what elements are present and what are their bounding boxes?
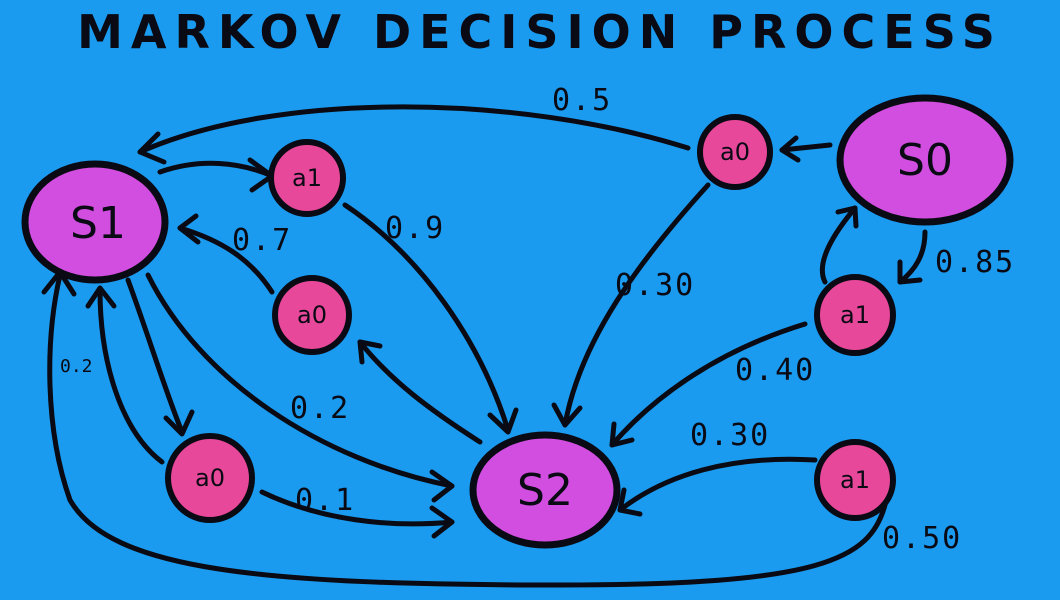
- label-s1-s2: 0.2: [290, 391, 350, 426]
- arrowhead: [779, 135, 801, 163]
- edge-s0-s0a1: [897, 229, 928, 285]
- action-s0-a1-label: a1: [840, 301, 870, 329]
- label-s1a0low-s2: 0.1: [295, 483, 355, 518]
- edge-s0a1-s0: [819, 205, 858, 285]
- edge-s0a0-s1: [137, 104, 691, 155]
- arrowhead: [137, 131, 167, 165]
- action-s1-a0-mid: a0: [272, 275, 352, 355]
- arrowhead: [177, 213, 201, 245]
- state-s0: S0: [836, 94, 1014, 226]
- edge-s1a0low-s2: [259, 489, 455, 527]
- label-s2a1-s1: 0.50: [882, 521, 962, 556]
- arrowhead: [609, 421, 635, 448]
- label-s1a0mid-s1: 0.7: [232, 223, 292, 258]
- label-s2a1-s2: 0.30: [690, 418, 770, 453]
- action-s2-a1-label: a1: [840, 466, 870, 494]
- edge-s0-s0a0: [779, 142, 833, 153]
- edge-s2a1-s2: [617, 456, 818, 513]
- state-s2-label: S2: [517, 465, 573, 516]
- label-s1a1-s2: 0.9: [385, 211, 445, 246]
- action-s1-a0-mid-label: a0: [297, 301, 327, 329]
- arrowhead: [429, 469, 455, 503]
- edge-s0a0-s2: [562, 182, 711, 428]
- arrowhead: [617, 487, 643, 517]
- arrowhead: [551, 402, 583, 428]
- action-s0-a1: a1: [814, 274, 896, 356]
- action-s1-a0-low: a0: [165, 433, 255, 523]
- arrowhead: [835, 205, 859, 229]
- arrowhead: [357, 339, 383, 365]
- edge-s2a1-s1: [47, 272, 888, 588]
- edge-s2-s1a0mid: [357, 339, 483, 445]
- edge-s1a0mid-s1: [177, 225, 275, 295]
- state-s2: S2: [469, 431, 621, 549]
- state-s0-label: S0: [897, 135, 953, 186]
- edge-s1-s2: [145, 272, 455, 489]
- label-s0a0-s1: 0.5: [552, 83, 612, 118]
- label-s0a1-s0: 0.85: [935, 245, 1015, 280]
- action-s1-a0-low-label: a0: [195, 464, 225, 492]
- label-s0a0-s2: 0.30: [615, 268, 695, 303]
- edge-s0a1-s2: [609, 321, 808, 448]
- edge-s1-s1a0low: [125, 277, 185, 435]
- arrowhead: [85, 285, 117, 309]
- action-s1-a1-label: a1: [292, 164, 322, 192]
- arrowhead: [429, 505, 455, 539]
- diagram-title: MARKOV DECISION PROCESS: [77, 5, 1003, 59]
- label-s0a1-s2: 0.40: [735, 353, 815, 388]
- action-s0-a0-label: a0: [720, 138, 750, 166]
- label-s1a0low-s1: 0.2: [60, 356, 93, 377]
- action-s0-a0: a0: [697, 114, 773, 190]
- arrowhead: [897, 259, 923, 285]
- edge-s1a0low-s1: [97, 287, 165, 465]
- state-s1-label: S1: [70, 198, 126, 249]
- edge-s1a1-s2: [342, 202, 511, 433]
- arrowhead: [163, 409, 195, 437]
- arrowhead: [487, 407, 519, 435]
- action-s1-a1: a1: [268, 139, 346, 217]
- state-s1: S1: [21, 160, 169, 284]
- edge-s1-s1a1: [157, 160, 275, 179]
- action-s2-a1: a1: [814, 439, 896, 521]
